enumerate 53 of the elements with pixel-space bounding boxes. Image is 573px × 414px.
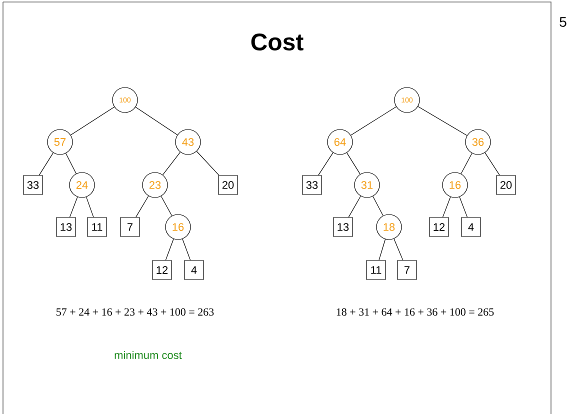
circle-node: 43 <box>175 129 201 155</box>
circle-node: 31 <box>354 172 380 198</box>
tree-edge <box>160 196 172 216</box>
square-node: 11 <box>366 260 386 280</box>
square-node: 12 <box>152 260 172 280</box>
square-node: 4 <box>461 217 481 237</box>
tree-edge <box>346 152 360 174</box>
tree-edge <box>318 152 334 176</box>
tree-edge <box>165 238 174 260</box>
sum-formula: 18 + 31 + 64 + 16 + 36 + 100 = 265 <box>336 308 494 316</box>
tree-edge <box>460 152 472 174</box>
tree-edge <box>372 196 384 216</box>
square-node: 7 <box>397 260 417 280</box>
tree-edge <box>484 152 500 176</box>
tree-edge <box>69 196 78 218</box>
title: Cost <box>251 34 304 50</box>
tree-edge <box>86 196 94 218</box>
square-node: 12 <box>429 217 449 237</box>
square-node: 7 <box>120 217 140 237</box>
tree-edge <box>182 238 191 260</box>
tree-edge <box>66 153 76 174</box>
circle-node: 57 <box>47 129 73 155</box>
tree-edge <box>394 238 404 260</box>
tree-edge <box>162 152 181 176</box>
circle-node: 24 <box>69 172 95 198</box>
square-node: 4 <box>184 260 204 280</box>
square-node: 13 <box>56 217 76 237</box>
tree-edge <box>418 106 468 136</box>
square-node: 13 <box>333 217 353 237</box>
circle-node: 23 <box>142 172 168 198</box>
tree-edge <box>196 151 220 176</box>
circle-node: 16 <box>165 214 191 240</box>
square-node: 11 <box>87 217 107 237</box>
tree-edge <box>136 196 149 218</box>
square-node: 20 <box>496 175 516 195</box>
sum-formula: 57 + 24 + 16 + 23 + 43 + 100 = 263 <box>56 308 214 316</box>
tree-edge <box>350 106 396 136</box>
tree-edge <box>38 152 54 176</box>
tree-edge <box>459 196 468 218</box>
circle-node: 36 <box>465 129 491 155</box>
circle-node: 18 <box>376 214 402 240</box>
tree-edge <box>442 196 451 218</box>
tree-edge <box>135 106 178 136</box>
circle-node: 16 <box>442 172 468 198</box>
tree-edge <box>70 106 115 136</box>
page-number: 5 <box>560 17 566 27</box>
tree-edge <box>348 196 361 218</box>
square-node: 33 <box>302 175 322 195</box>
result-note: minimum cost <box>114 350 182 360</box>
tree-edge <box>378 238 386 260</box>
square-node: 33 <box>23 175 43 195</box>
circle-node: 64 <box>327 129 353 155</box>
square-node: 20 <box>218 175 238 195</box>
